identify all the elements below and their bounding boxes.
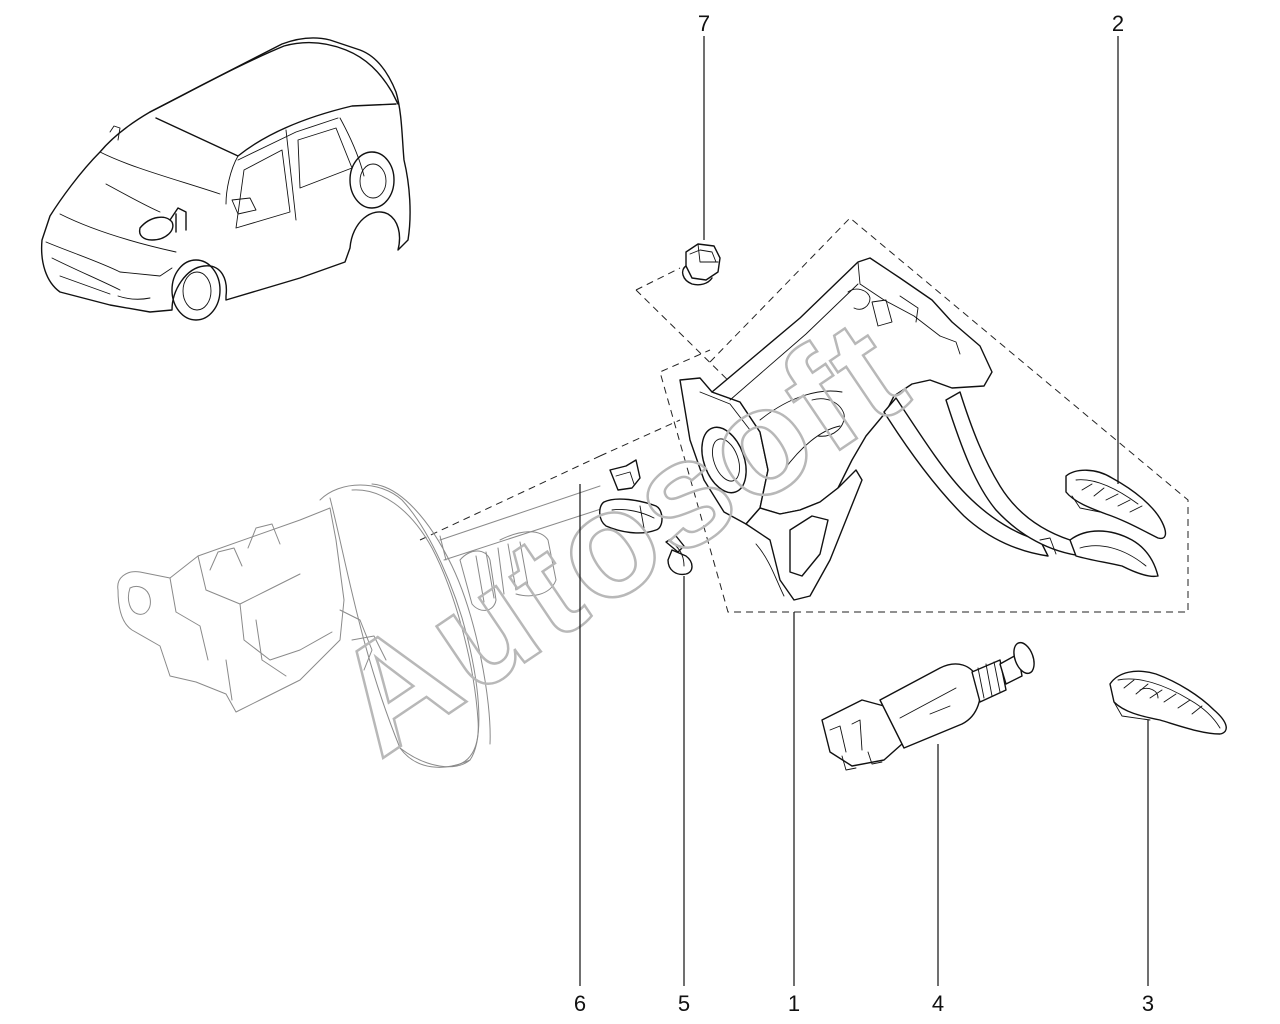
part-7-flange-nut: [681, 243, 721, 286]
callout-5: 5: [678, 991, 690, 1016]
callout-4: 4: [932, 991, 944, 1016]
callout-3: 3: [1142, 991, 1154, 1016]
part-2-pedal-pad: [1065, 469, 1167, 540]
callout-labels: 7 2 6 5 1 4 3: [574, 11, 1154, 1016]
leader-lines: [579, 36, 1149, 986]
callout-6: 6: [574, 991, 586, 1016]
callout-2: 2: [1112, 11, 1124, 36]
brake-booster-master-cylinder: [117, 483, 605, 768]
callout-1: 1: [788, 991, 800, 1016]
car-location-illustration: [40, 37, 411, 321]
part-3-pedal-pad: [1109, 670, 1227, 735]
assembly-boundary: [419, 217, 1189, 613]
part-6-clip: [599, 459, 663, 534]
part-4-pedal-switch: [821, 641, 1035, 771]
callout-7: 7: [698, 11, 710, 36]
part-1-pedal-assembly: [679, 257, 1159, 601]
part-5-pin: [665, 535, 693, 576]
